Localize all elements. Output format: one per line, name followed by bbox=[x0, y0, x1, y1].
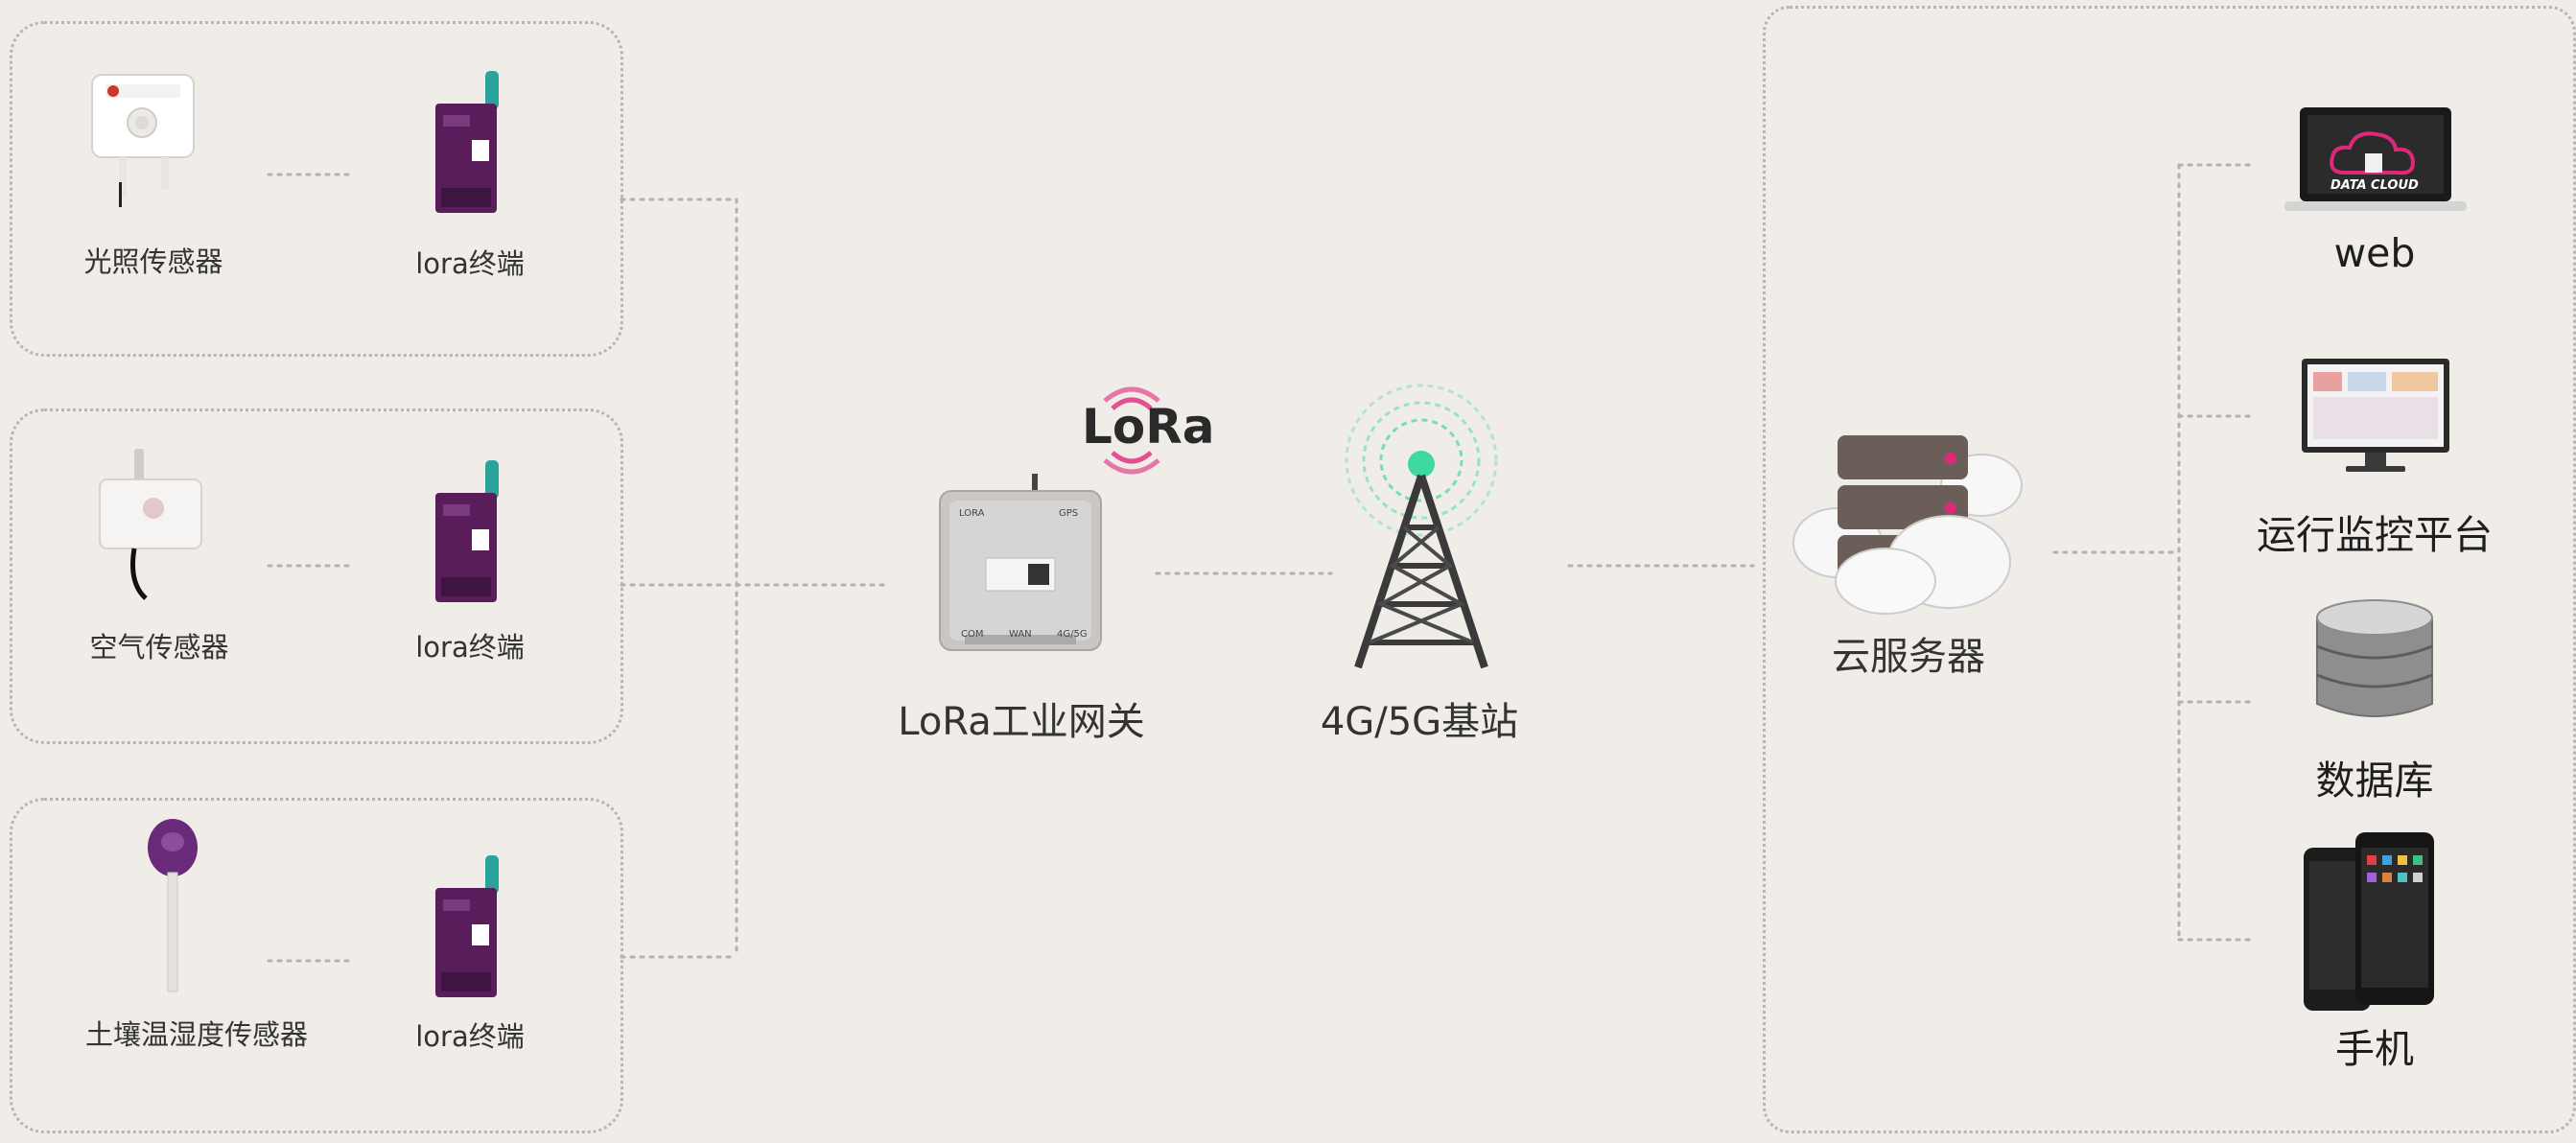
client-label-monitoring: 运行监控平台 bbox=[2257, 512, 2493, 558]
gateway-port-wan: WAN bbox=[1009, 629, 1032, 640]
terminal-label-1: lora终端 bbox=[415, 247, 525, 280]
cell-tower-icon bbox=[1345, 384, 1498, 669]
lora-terminal-icon bbox=[435, 71, 499, 213]
air-sensor-icon bbox=[99, 449, 202, 600]
lora-badge: LoRa bbox=[1082, 399, 1215, 455]
terminal-label-2: lora终端 bbox=[415, 631, 525, 664]
lora-signal-icon bbox=[1103, 386, 1160, 475]
soil-sensor-icon bbox=[148, 819, 198, 992]
database-icon bbox=[2316, 599, 2433, 717]
lora-terminal-icon bbox=[435, 460, 499, 602]
client-label-database: 数据库 bbox=[2315, 758, 2434, 804]
gateway-label: LoRa工业网关 bbox=[898, 700, 1145, 744]
laptop-icon bbox=[2284, 107, 2467, 211]
cloud-server-label: 云服务器 bbox=[1832, 635, 1985, 679]
data-cloud-text: DATA CLOUD bbox=[2330, 178, 2419, 193]
cloud-server-icon bbox=[1792, 435, 2023, 615]
sensor-label-light: 光照传感器 bbox=[83, 245, 223, 278]
sensor-group-soil bbox=[10, 798, 623, 1133]
client-label-web: web bbox=[2333, 230, 2416, 276]
terminal-label-3: lora终端 bbox=[415, 1020, 525, 1053]
sensor-group-light bbox=[10, 21, 623, 357]
smartphone-icon bbox=[2304, 832, 2434, 1011]
gateway-port-4g5g: 4G/5G bbox=[1057, 629, 1088, 640]
base-station-label: 4G/5G基站 bbox=[1320, 700, 1519, 744]
sensor-label-soil: 土壤温湿度传感器 bbox=[84, 1018, 308, 1051]
sensor-group-air bbox=[10, 408, 623, 744]
gateway-port-lora: LORA bbox=[959, 508, 985, 519]
gateway-port-com: COM bbox=[961, 629, 984, 640]
light-sensor-icon bbox=[91, 74, 195, 207]
monitor-icon bbox=[2302, 359, 2449, 472]
lora-terminal-icon bbox=[435, 855, 499, 997]
lora-gateway-icon bbox=[939, 474, 1102, 651]
cloud-clients-panel bbox=[1763, 6, 2576, 1133]
gateway-port-gps: GPS bbox=[1059, 508, 1079, 519]
sensor-label-air: 空气传感器 bbox=[89, 631, 229, 664]
client-label-phone: 手机 bbox=[2335, 1026, 2414, 1072]
